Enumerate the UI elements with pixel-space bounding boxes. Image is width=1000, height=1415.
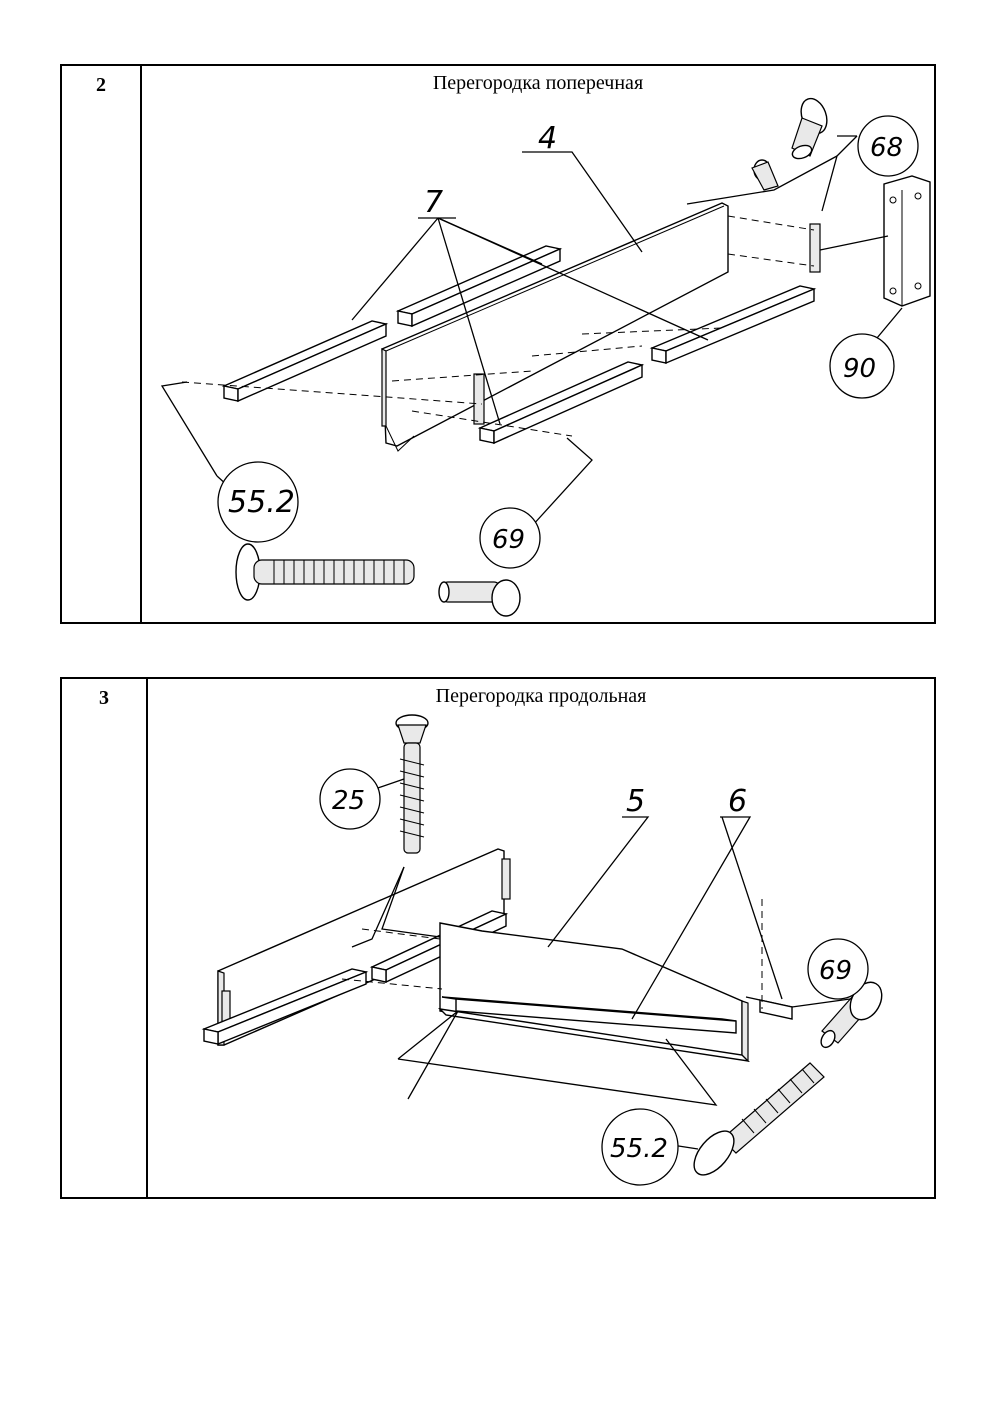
rail-part-7 [221,320,389,403]
callout-part-4: 4 [538,121,557,156]
callout-part-55-2: 55.2 [217,461,299,543]
callout-part-90: 90 [829,333,895,399]
svg-text:25: 25 [332,786,365,816]
panel-part-5 [437,922,751,1063]
svg-text:90: 90 [843,354,876,384]
callout-part-5: 5 [626,784,645,819]
rail-part-6 [441,996,737,1034]
bracket [809,223,821,273]
svg-text:4: 4 [538,121,557,156]
bracket [473,373,485,425]
screw-part-25 [395,714,429,854]
svg-text:55.2: 55.2 [610,1134,668,1164]
step-2-box: 2 Перегородка поперечная [60,64,936,624]
svg-text:55.2: 55.2 [228,485,295,520]
callout-part-25: 25 [319,768,381,830]
step-3-box: 3 Перегородка продольная [60,677,936,1199]
bolt-part-55-2 [693,1062,825,1176]
rail-part-7 [477,361,645,445]
assembly-diagram-step-2: 4 7 68 90 55.2 69 [160,97,931,617]
callout-part-55-2: 55.2 [601,1108,679,1186]
panel-part-4 [381,202,729,452]
svg-text:68: 68 [870,133,903,163]
step-number: 2 [96,74,106,96]
rail [201,968,369,1046]
rail-part-6 [745,996,793,1020]
callout-part-7: 7 [424,185,443,220]
corner-bracket-part-90 [883,175,931,307]
step-number: 3 [99,687,109,709]
step-title: Перегородка поперечная [432,72,644,94]
step-number-column: 3 [62,679,148,1197]
svg-text:7: 7 [424,185,443,220]
step-number-column: 2 [62,66,142,622]
callout-part-69: 69 [807,938,869,1000]
rail-part-7 [395,245,563,328]
svg-text:69: 69 [819,956,852,986]
leader-lines [160,135,903,527]
assembly-diagram-step-3: 25 5 6 69 55.2 [201,714,883,1186]
bolt-part-55-2 [235,543,415,601]
fitting-part-68 [751,97,828,191]
step-title: Перегородка продольная [435,685,647,707]
svg-text:5: 5 [626,784,645,819]
callout-part-68: 68 [857,115,919,177]
sleeve-part-69 [438,579,521,617]
callout-part-6: 6 [728,784,747,819]
callout-part-69: 69 [479,507,541,569]
svg-text:6: 6 [728,784,747,819]
assembly-guide-lines [181,215,815,437]
svg-text:69: 69 [492,525,525,555]
rail-part-7 [649,285,817,365]
